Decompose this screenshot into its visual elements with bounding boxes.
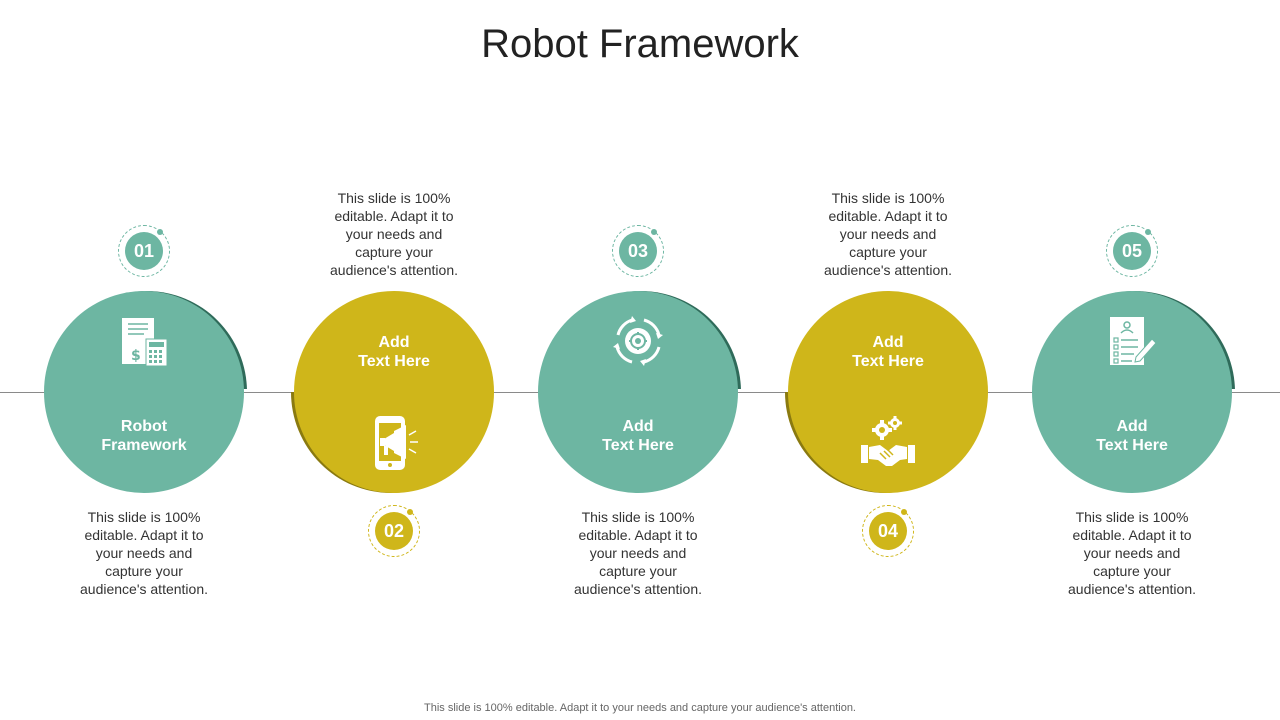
accounting-calculator-icon: $	[119, 318, 168, 367]
step-number-badge: 02	[368, 505, 420, 557]
step-number: 05	[1113, 232, 1151, 270]
mobile-megaphone-icon	[375, 416, 418, 470]
form-document-icon	[1110, 317, 1157, 365]
step-number: 02	[375, 512, 413, 550]
step-number-badge: 04	[862, 505, 914, 557]
footer-note: This slide is 100% editable. Adapt it to…	[424, 702, 856, 714]
step-number: 03	[619, 232, 657, 270]
step-number-badge: 05	[1106, 225, 1158, 277]
step-number: 04	[869, 512, 907, 550]
gear-cycle-icon	[613, 316, 663, 366]
svg-text:$: $	[131, 348, 141, 364]
step-number-badge: 01	[118, 225, 170, 277]
handshake-gears-icon	[861, 416, 915, 466]
step-number-badge: 03	[612, 225, 664, 277]
page-title: Robot Framework	[481, 22, 799, 66]
step-number: 01	[125, 232, 163, 270]
